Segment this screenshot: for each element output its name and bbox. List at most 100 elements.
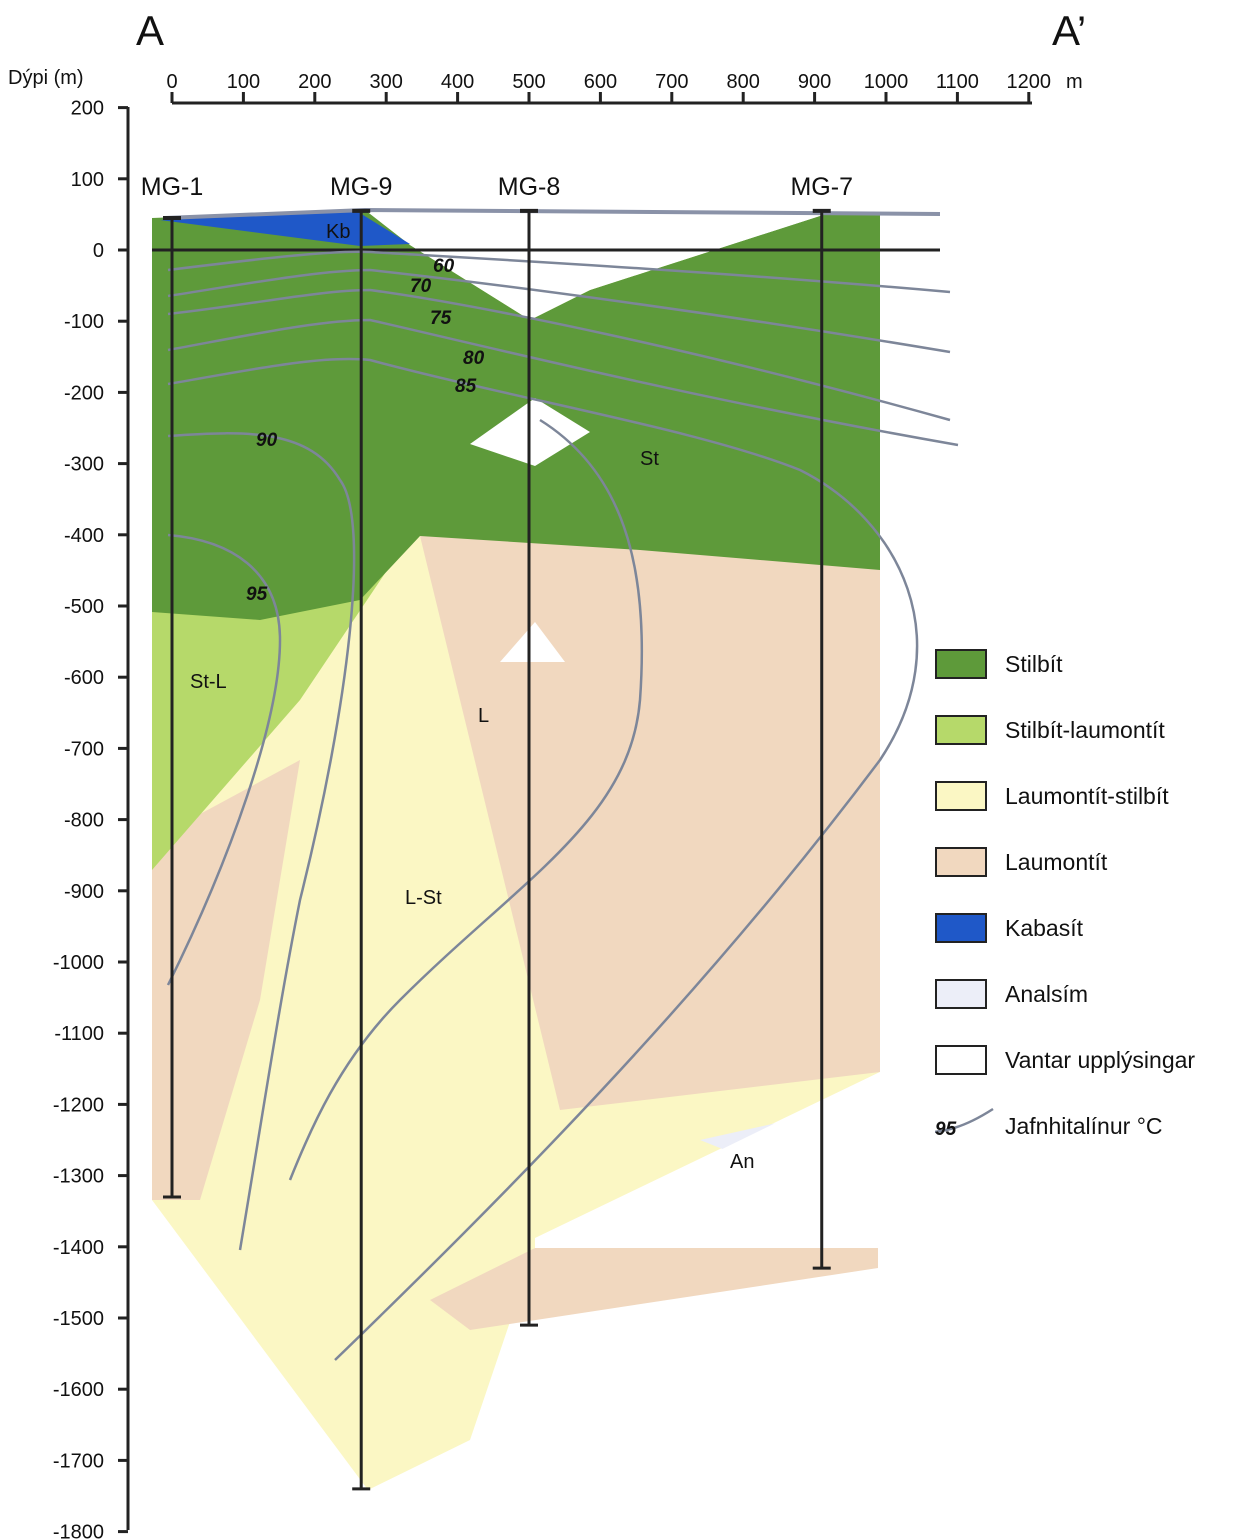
zone-label-l: L bbox=[478, 705, 489, 727]
distance-unit-label: m bbox=[1066, 71, 1083, 93]
zone-label-l-st: L-St bbox=[405, 887, 442, 909]
legend-item-laumontit: Laumontít bbox=[935, 843, 1245, 909]
well-label: MG-7 bbox=[790, 173, 853, 201]
legend-item-stilbit_laumontit: Stilbít-laumontít bbox=[935, 711, 1245, 777]
depth-tick-label: -900 bbox=[64, 881, 104, 903]
distance-tick-label: 0 bbox=[166, 71, 177, 93]
depth-tick-label: -300 bbox=[64, 454, 104, 476]
depth-tick-label: -1800 bbox=[53, 1522, 104, 1540]
isotherm-85b bbox=[288, 418, 644, 1181]
legend-swatch bbox=[935, 913, 987, 943]
legend-item-stilbit: Stilbít bbox=[935, 645, 1245, 711]
legend-swatch bbox=[935, 847, 987, 877]
isotherm-70 bbox=[167, 268, 951, 354]
distance-tick-label: 500 bbox=[512, 71, 545, 93]
well-label: MG-9 bbox=[330, 173, 393, 201]
zone-laumontit-upper bbox=[420, 536, 880, 1110]
distance-tick-label: 600 bbox=[584, 71, 617, 93]
legend-label: Laumontít-stilbít bbox=[1005, 783, 1169, 809]
depth-tick-label: -500 bbox=[64, 596, 104, 618]
depth-tick-label: 200 bbox=[71, 98, 104, 120]
depth-tick-label: -800 bbox=[64, 810, 104, 832]
well-label: MG-1 bbox=[141, 173, 204, 201]
legend-swatch bbox=[935, 979, 987, 1009]
distance-tick-label: 1100 bbox=[936, 71, 979, 93]
isotherm-lines bbox=[166, 250, 959, 1361]
zone-laumontit-left bbox=[152, 760, 300, 1200]
isotherm-label-85: 85 bbox=[455, 376, 477, 397]
distance-tick-label: 1200 bbox=[1007, 71, 1052, 93]
isotherm-label-75: 75 bbox=[430, 308, 452, 329]
distance-axis: 0 100 200 300 400 500 600 700 800 900 1000 1100 1200 bbox=[166, 71, 1052, 105]
isotherm-legend-line bbox=[935, 1107, 994, 1134]
zone-vantar-triangle bbox=[500, 622, 565, 662]
legend-item-laumontit_stilbit: Laumontít-stilbít bbox=[935, 777, 1245, 843]
depth-axis-title: Dýpi (m) bbox=[8, 67, 84, 89]
legend-label: Laumontít bbox=[1005, 849, 1108, 875]
legend-label: Kabasít bbox=[1005, 915, 1083, 941]
depth-tick-label: -100 bbox=[64, 311, 104, 333]
legend-label: Vantar upplýsingar bbox=[1005, 1047, 1196, 1073]
legend-swatch bbox=[935, 1045, 987, 1075]
distance-tick-label: 200 bbox=[298, 71, 331, 93]
depth-tick-label: -1000 bbox=[53, 952, 104, 974]
depth-tick-label: -400 bbox=[64, 525, 104, 547]
legend-item-isotherm: 95 Jafnhitalínur °C bbox=[935, 1107, 1245, 1173]
isotherm-85 bbox=[167, 357, 919, 1361]
depth-tick-label: -1100 bbox=[54, 1023, 104, 1045]
isotherm-75 bbox=[167, 288, 951, 422]
well-label: MG-8 bbox=[498, 173, 561, 201]
isotherm-95 bbox=[166, 533, 282, 986]
wells: MG-1 MG-9 MG-8 MG-7 bbox=[141, 173, 853, 1491]
section-start-label: A bbox=[136, 7, 164, 54]
legend-swatch bbox=[935, 781, 987, 811]
legend-label: Analsím bbox=[1005, 981, 1089, 1007]
depth-tick-label: -1300 bbox=[53, 1166, 104, 1188]
isotherm-80 bbox=[167, 318, 959, 447]
depth-tick-label: 0 bbox=[93, 240, 104, 262]
isotherm-label-70: 70 bbox=[410, 276, 432, 297]
distance-tick-label: 900 bbox=[798, 71, 831, 93]
mineral-zones bbox=[152, 210, 880, 1490]
distance-tick-label: 700 bbox=[655, 71, 688, 93]
zone-laumontit-bottom bbox=[430, 1248, 878, 1330]
depth-tick-label: 100 bbox=[71, 169, 104, 191]
depth-tick-label: -200 bbox=[64, 382, 104, 404]
section-end-label: A’ bbox=[1052, 7, 1086, 54]
depth-tick-label: -600 bbox=[64, 667, 104, 689]
zone-label-st-l: St-L bbox=[190, 671, 227, 693]
distance-tick-label: 1000 bbox=[864, 71, 909, 93]
isotherm-60 bbox=[167, 250, 951, 294]
isotherm-label-95: 95 bbox=[246, 584, 268, 605]
legend-swatch bbox=[935, 715, 987, 745]
zone-vantar-lower bbox=[540, 1072, 880, 1248]
legend-item-vantar: Vantar upplýsingar bbox=[935, 1041, 1245, 1107]
isotherm-legend-icon: 95 bbox=[935, 1107, 994, 1140]
depth-axis: 200 100 0 -100 -200 -300 -400 -500 -600 -700 -800 -… bbox=[53, 98, 130, 1540]
distance-tick-label: 400 bbox=[441, 71, 474, 93]
depth-tick-label: -1400 bbox=[53, 1237, 104, 1259]
isotherm-label-80: 80 bbox=[463, 348, 485, 369]
isotherm-label-60: 60 bbox=[433, 256, 455, 277]
distance-tick-label: 800 bbox=[727, 71, 760, 93]
legend-item-analsim: Analsím bbox=[935, 975, 1245, 1041]
isotherm-label-90: 90 bbox=[256, 430, 278, 451]
depth-tick-label: -1600 bbox=[53, 1379, 104, 1401]
legend-label: Stilbít-laumontít bbox=[1005, 717, 1165, 743]
distance-tick-label: 300 bbox=[370, 71, 403, 93]
legend-label: Stilbít bbox=[1005, 651, 1063, 677]
legend-swatch bbox=[935, 649, 987, 679]
depth-tick-label: -1200 bbox=[53, 1094, 104, 1116]
zone-label-an: An bbox=[730, 1151, 754, 1173]
zone-label-kb: Kb bbox=[326, 221, 350, 243]
legend-item-kabasit: Kabasít bbox=[935, 909, 1245, 975]
distance-tick-label: 100 bbox=[227, 71, 260, 93]
depth-tick-label: -1700 bbox=[53, 1450, 104, 1472]
isotherm-legend-value: 95 bbox=[935, 1119, 957, 1140]
legend-label: Jafnhitalínur °C bbox=[1005, 1113, 1163, 1139]
depth-tick-label: -1500 bbox=[53, 1308, 104, 1330]
depth-tick-label: -700 bbox=[64, 738, 104, 760]
zone-label-st: St bbox=[640, 448, 659, 470]
